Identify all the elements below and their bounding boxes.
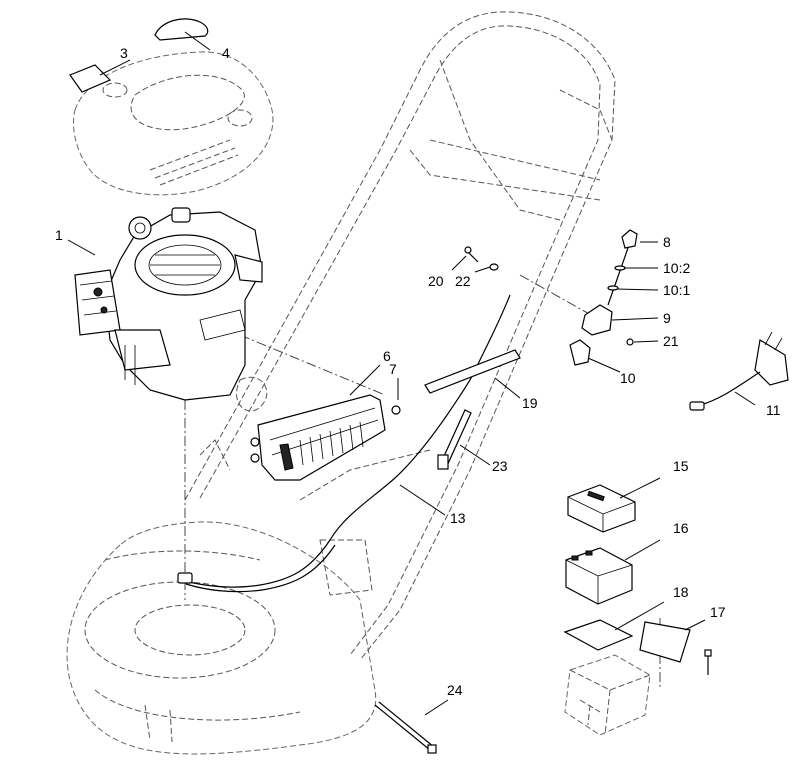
callout-8: 8 xyxy=(663,234,671,250)
bolt-and-washer xyxy=(464,246,499,271)
callout-13: 13 xyxy=(450,510,466,526)
mower-handle xyxy=(184,11,616,661)
engine xyxy=(74,207,263,401)
callout-15: 15 xyxy=(673,458,689,474)
callout-10-2: 10:2 xyxy=(663,260,690,276)
callout-24: 24 xyxy=(447,682,463,698)
callout-10: 10 xyxy=(620,370,636,386)
callout-7: 7 xyxy=(389,361,397,377)
battery-cover-15 xyxy=(567,484,636,533)
engine-cover xyxy=(72,51,274,196)
callout-1: 1 xyxy=(55,227,63,243)
cable-tie-24 xyxy=(374,701,437,754)
callout-10-1: 10:1 xyxy=(663,282,690,298)
oil-cap-part xyxy=(154,18,209,41)
fastener-7 xyxy=(391,405,401,415)
callout-6: 6 xyxy=(383,348,391,364)
battery-charger xyxy=(689,331,789,411)
battery-16 xyxy=(565,547,633,605)
battery-tray-bracket xyxy=(250,394,386,481)
cable-strip xyxy=(424,349,521,394)
callout-11: 11 xyxy=(766,402,781,418)
key-switch-assembly xyxy=(569,229,638,366)
label-decal xyxy=(69,64,112,93)
callout-3: 3 xyxy=(120,45,128,61)
battery-pad-18 xyxy=(563,619,634,651)
callout-4: 4 xyxy=(222,45,230,61)
mower-deck xyxy=(66,521,377,755)
battery-holder xyxy=(564,654,651,736)
callout-23: 23 xyxy=(492,458,508,474)
callout-18: 18 xyxy=(673,584,689,600)
callout-17: 17 xyxy=(710,604,726,620)
callout-21: 21 xyxy=(663,333,679,349)
leader-lines xyxy=(67,31,756,716)
battery-pad-17 xyxy=(639,621,691,663)
callout-20: 20 xyxy=(428,273,444,289)
battery-screw xyxy=(704,649,712,675)
callout-16: 16 xyxy=(673,520,689,536)
callout-numbers: 1 3 4 6 7 8 10:2 10:1 9 21 10 11 13 15 1… xyxy=(55,45,781,698)
callout-19: 19 xyxy=(522,395,538,411)
callout-9: 9 xyxy=(663,310,671,326)
cable-tie-23 xyxy=(437,409,472,470)
callout-22: 22 xyxy=(455,273,471,289)
